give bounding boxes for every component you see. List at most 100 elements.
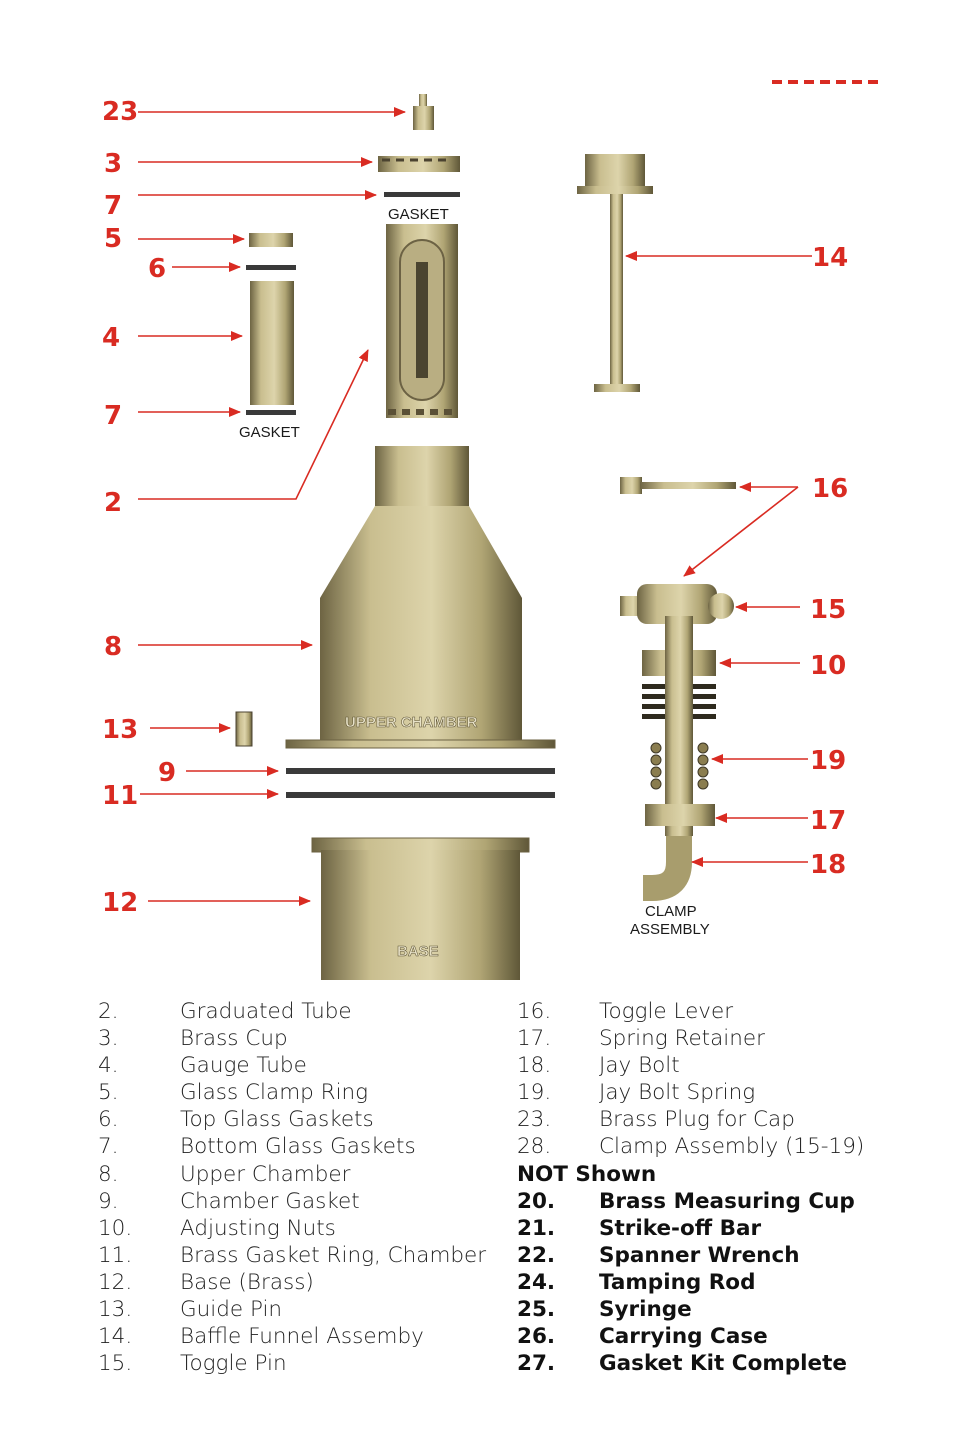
part-number: 22. [517, 1242, 556, 1268]
guide-pin-part [235, 711, 253, 747]
gasket-top-label: GASKET [388, 206, 449, 223]
part-name: Toggle Lever [599, 999, 734, 1024]
list-item: 14. Baffle Funnel Assemby [98, 1323, 486, 1350]
list-item: 20. Brass Measuring Cup [517, 1188, 864, 1215]
list-item: 10. Adjusting Nuts [98, 1215, 486, 1242]
part-number: 20. [517, 1188, 556, 1214]
part-number: 8. [98, 1161, 119, 1187]
callout-9: 9 [158, 758, 176, 788]
callout-17: 17 [810, 806, 846, 836]
brass-gasket-ring-part [286, 792, 555, 798]
part-name: Brass Plug for Cap [599, 1107, 795, 1133]
top-glass-gasket-part [246, 265, 296, 270]
part-name: Carrying Case [599, 1324, 768, 1350]
callout-13: 13 [102, 715, 138, 745]
list-item: 21. Strike-off Bar [517, 1215, 864, 1242]
list-item: 28. Clamp Assembly (15-19) [517, 1133, 864, 1160]
brass-plug-part [413, 94, 434, 130]
toggle-lever-part [620, 477, 736, 494]
list-item: 7.Bottom Glass Gaskets [98, 1133, 486, 1160]
part-number: 15. [98, 1351, 133, 1377]
callout-19: 19 [810, 746, 846, 776]
part-name: Clamp Assembly (15-19) [599, 1134, 865, 1160]
part-name: Baffle Funnel Assemby [180, 1324, 424, 1350]
list-item: 25. Syringe [517, 1296, 864, 1323]
part-name: Strike-off Bar [599, 1215, 762, 1241]
list-item: 23. Brass Plug for Cap [517, 1106, 864, 1133]
part-number: 28. [517, 1134, 552, 1160]
list-item: 3. Brass Cup [98, 1025, 486, 1052]
part-name: Gauge Tube [180, 1053, 307, 1079]
upper-chamber-label: UPPER CHAMBER [345, 714, 478, 731]
part-name: Brass Gasket Ring, Chamber [180, 1242, 487, 1268]
upper-chamber-part [285, 446, 556, 749]
part-number: 19. [517, 1080, 552, 1106]
callout-18: 18 [810, 850, 846, 880]
part-number: 9. [98, 1188, 119, 1214]
clamp-label-line1: CLAMP [645, 903, 697, 920]
callout-6: 6 [148, 254, 166, 284]
part-number: 25. [517, 1297, 556, 1323]
clamp-label-line2: ASSEMBLY [630, 921, 710, 938]
graduated-tube-part [386, 224, 458, 418]
not-shown-header: NOT Shown [517, 1161, 864, 1188]
part-number: 2. [98, 999, 119, 1024]
part-number: 24. [517, 1269, 556, 1295]
list-item: 16. Toggle Lever [517, 998, 864, 1025]
not-shown-header-text: NOT Shown [517, 1161, 657, 1187]
part-number: 10. [98, 1215, 133, 1241]
callout-4: 4 [102, 323, 120, 353]
list-item: 8. Upper Chamber [98, 1161, 486, 1188]
part-name: Tamping Rod [599, 1269, 756, 1295]
list-item: 2.Graduated Tube [98, 998, 486, 1025]
brass-cup-part [378, 156, 460, 172]
part-name: Brass Measuring Cup [599, 1188, 855, 1214]
callout-12: 12 [102, 888, 138, 918]
exploded-parts-diagram: GASKET GASKET UPPER CHAMBER BASE [102, 80, 878, 980]
gasket-left-label: GASKET [239, 424, 300, 441]
list-item: 5. Glass Clamp Ring [98, 1079, 486, 1106]
part-name: Toggle Pin [180, 1351, 287, 1377]
part-name: Base (Brass) [180, 1269, 314, 1295]
callout-23: 23 [102, 97, 138, 127]
list-item: 18.Jay Bolt [517, 1052, 864, 1079]
part-number: 7. [98, 1134, 119, 1160]
part-number: 6. [98, 1107, 119, 1133]
callout-2: 2 [104, 488, 122, 518]
part-name: Brass Cup [180, 1026, 288, 1052]
part-name: Jay Bolt Spring [599, 1080, 756, 1106]
base-label: BASE [397, 943, 439, 960]
list-item: 22.Spanner Wrench [517, 1242, 864, 1269]
part-number: 16. [517, 999, 552, 1024]
part-number: 5. [98, 1080, 119, 1106]
callout-16: 16 [812, 474, 848, 504]
glass-clamp-ring-part [249, 233, 293, 247]
part-number: 23. [517, 1107, 552, 1133]
gauge-tube-part [250, 281, 294, 405]
part-name: Adjusting Nuts [180, 1215, 336, 1241]
list-item: 4.Gauge Tube [98, 1052, 486, 1079]
part-number: 17. [517, 1026, 552, 1052]
parts-list-right: 16.Toggle Lever 17.Spring Retainer 18.Ja… [517, 998, 864, 1377]
baffle-funnel-part [577, 154, 653, 392]
part-name: Guide Pin [180, 1297, 283, 1323]
part-name: Syringe [599, 1297, 692, 1323]
part-name: Upper Chamber [180, 1161, 351, 1187]
part-number: 26. [517, 1324, 556, 1350]
part-number: 14. [98, 1324, 133, 1350]
part-number: 13. [98, 1297, 133, 1323]
callout-10: 10 [810, 651, 846, 681]
parts-list-left: 2.Graduated Tube 3. Brass Cup 4.Gauge Tub… [98, 998, 486, 1377]
chamber-gasket-part [286, 768, 555, 774]
callout-15: 15 [810, 595, 846, 625]
callout-14: 14 [812, 243, 848, 273]
list-item: 24. Tamping Rod [517, 1269, 864, 1296]
arrow-2 [138, 349, 369, 500]
part-number: 21. [517, 1215, 556, 1241]
part-name: Glass Clamp Ring [180, 1080, 369, 1106]
part-name: Jay Bolt [599, 1053, 680, 1079]
list-item: 11. Brass Gasket Ring, Chamber [98, 1242, 486, 1269]
callout-8: 8 [104, 632, 122, 662]
part-number: 11. [98, 1242, 133, 1268]
part-number: 3. [98, 1026, 119, 1052]
